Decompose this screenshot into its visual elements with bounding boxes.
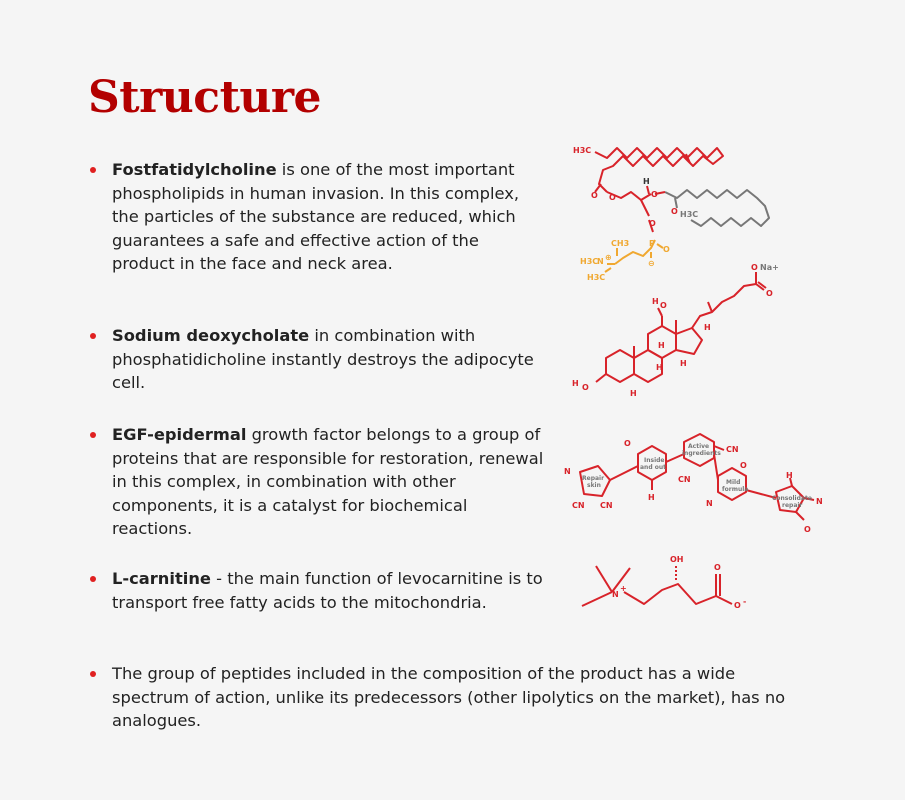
cn-label: CN [726, 445, 739, 454]
sodium-label: Na+ [760, 263, 779, 272]
hydrogen-label: H [630, 389, 637, 398]
list-item: Fostfatidylcholine is one of the most im… [90, 158, 545, 276]
charge-label: + [620, 584, 627, 593]
oxygen-label: O [740, 461, 747, 470]
ingredients-label: ingredients [682, 450, 721, 457]
bullet-icon [90, 432, 96, 438]
oxygen-label: O [609, 193, 616, 202]
ch3-label: CH3 [611, 239, 629, 248]
nitrogen-label: N [564, 467, 571, 476]
h3c-label: H3C [573, 146, 591, 155]
inside-label: Inside [644, 457, 665, 464]
item-term: Fostfatidylcholine [112, 160, 277, 179]
oxygen-label: O [751, 263, 758, 272]
oxygen-label: O [591, 191, 598, 200]
item-text: - the main function of levocarnitine is … [112, 569, 543, 612]
oxygen-label: O [651, 190, 658, 199]
nitrogen-label: N [597, 257, 604, 266]
repair-label: repair [782, 502, 802, 509]
oxygen-label: O [660, 301, 667, 310]
and-out-label: and out [640, 464, 666, 471]
mild-label: Mild [726, 479, 740, 486]
oxygen-label: O [766, 289, 773, 298]
oxygen-label: O [649, 219, 656, 228]
h3c-label: H3C [587, 273, 605, 282]
item-text: in combination with phosphatidicholine i… [112, 326, 534, 392]
list-item: L-carnitine - the main function of levoc… [90, 567, 545, 614]
cn-label: CN [678, 475, 691, 484]
item-term: L-carnitine [112, 569, 211, 588]
h3c-label: H3C [580, 257, 598, 266]
hydrogen-label: H [680, 359, 687, 368]
nitrogen-label: N [612, 590, 619, 599]
bullet-icon [90, 333, 96, 339]
hydroxyl-label: OH [670, 555, 684, 564]
hydrogen-label: H [643, 177, 650, 186]
hydrogen-label: H [648, 493, 655, 502]
item-text: The group of peptides included in the co… [112, 664, 786, 730]
bullet-icon [90, 671, 96, 677]
item-text: is one of the most important phospholipi… [112, 160, 520, 273]
oxygen-label: O [804, 525, 811, 534]
bullet-icon [90, 167, 96, 173]
egf-peptide-molecule: Repair skin Inside and out Active ingred… [564, 433, 823, 534]
item-text: growth factor belongs to a group of prot… [112, 425, 544, 538]
oxygen-label: O [734, 601, 741, 610]
l-carnitine-molecule: N + OH O O - [581, 555, 746, 610]
list-item: The group of peptides included in the co… [90, 662, 810, 733]
charge-label: ⊖ [648, 259, 655, 268]
page-title: Structure [88, 72, 322, 123]
oxygen-label: O [714, 563, 721, 572]
oxygen-label: O [663, 245, 670, 254]
sodium-deoxycholate-molecule: O Na+ O H O H O H H H H H [572, 263, 779, 398]
hydrogen-label: H [658, 341, 665, 350]
active-label: Active [688, 443, 709, 450]
charge-label: ⊕ [605, 253, 612, 262]
h3c-label: H3C [680, 210, 698, 219]
oxygen-label: O [624, 439, 631, 448]
skin-label: skin [587, 482, 601, 489]
hydrogen-label: H [656, 363, 663, 372]
hydrogen-label: H [652, 297, 659, 306]
charge-label: - [743, 597, 746, 606]
hydrogen-label: H [786, 471, 793, 480]
phosphorus-label: P [649, 239, 655, 248]
cn-label: CN [600, 501, 613, 510]
hydrogen-label: H [704, 323, 711, 332]
hydrogen-label: H [572, 379, 579, 388]
nitrogen-label: N [706, 499, 713, 508]
oxygen-label: O [671, 207, 678, 216]
nitrogen-label: N [816, 497, 823, 506]
oxygen-label: O [582, 383, 589, 392]
phosphatidylcholine-molecule: H3C O O H O O H3C O P O ⊖ CH3 N ⊕ H3C H3… [573, 146, 770, 282]
repair-label: Repair [582, 475, 604, 482]
list-item: Sodium deoxycholate in combination with … [90, 324, 545, 395]
formula-label: formula [722, 486, 748, 493]
item-term: Sodium deoxycholate [112, 326, 310, 345]
bullet-icon [90, 576, 96, 582]
consolidate-label: Consolidate [772, 495, 812, 502]
item-term: EGF-epidermal [112, 425, 247, 444]
cn-label: CN [572, 501, 585, 510]
list-item: EGF-epidermal growth factor belongs to a… [90, 423, 545, 541]
